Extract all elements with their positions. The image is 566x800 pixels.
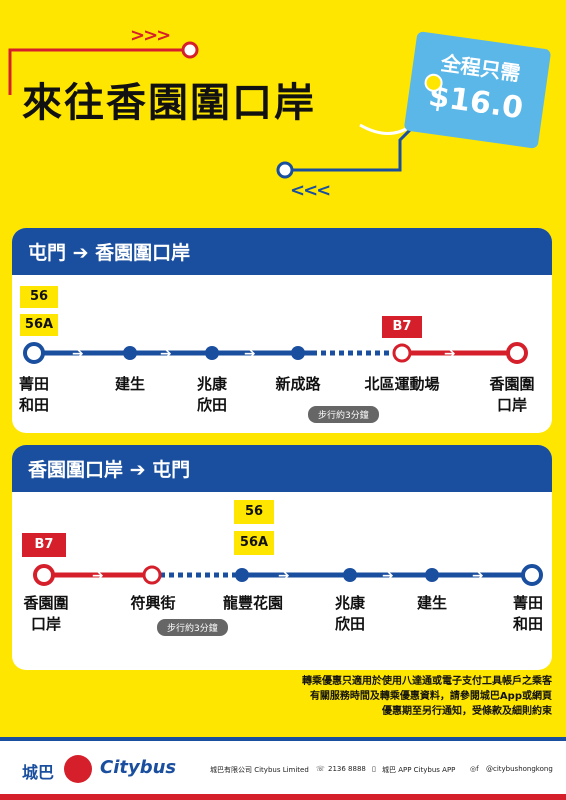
stop: 建生 bbox=[416, 594, 447, 612]
svg-text:➔: ➔ bbox=[92, 568, 104, 584]
route-badge-56a: 56A bbox=[20, 314, 58, 336]
footer-stripe bbox=[0, 737, 566, 741]
citybus-logo-icon bbox=[64, 755, 92, 783]
stop: 符興街 bbox=[130, 594, 176, 612]
stop: 菁田和田 bbox=[18, 375, 49, 414]
route-line: ➔ ➔ ➔ ➔ bbox=[23, 342, 528, 364]
notes: 轉乘優惠只適用於使用八達通或電子支付工具帳戶之乘客 有關服務時間及轉乘優惠資料，… bbox=[302, 674, 552, 719]
phone-icon: ☏ bbox=[316, 765, 325, 773]
phone-number: 2136 8888 bbox=[328, 765, 366, 773]
logo-en: Citybus bbox=[100, 757, 177, 778]
note-line: 轉乘優惠只適用於使用八達通或電子支付工具帳戶之乘客 bbox=[302, 676, 552, 687]
stop: 兆康欣田 bbox=[334, 594, 365, 633]
svg-text:➔: ➔ bbox=[244, 346, 256, 362]
mobile-icon: ▯ bbox=[372, 765, 376, 773]
stop: 龍豐花園 bbox=[222, 594, 283, 612]
stop: 北區運動場 bbox=[364, 375, 440, 393]
svg-text:➔: ➔ bbox=[382, 568, 394, 584]
bottom-stripe bbox=[0, 794, 566, 800]
svg-text:➔: ➔ bbox=[472, 568, 484, 584]
blue-arrows-icon: <<< bbox=[290, 180, 331, 201]
stop: 菁田和田 bbox=[512, 594, 543, 633]
svg-text:➔: ➔ bbox=[444, 346, 456, 362]
svg-text:➔: ➔ bbox=[160, 346, 172, 362]
stop: 香園圍口岸 bbox=[23, 594, 69, 633]
route-badge-56: 56 bbox=[234, 500, 274, 524]
price-tag: 全程只需 $16.0 bbox=[403, 31, 552, 149]
stop: 香園圍口岸 bbox=[489, 375, 535, 414]
svg-text:➔: ➔ bbox=[278, 568, 290, 584]
stop: 兆康欣田 bbox=[196, 375, 227, 414]
route-panel-inbound: 香園圍口岸 ➔ 屯門 B7 56 56A ➔ ➔ ➔ ➔ 香園圍口岸 符興街 龍… bbox=[12, 445, 552, 670]
social-handle: @citybushongkong bbox=[486, 765, 553, 773]
company-name: 城巴有限公司 Citybus Limited bbox=[210, 766, 309, 774]
route-badge-56: 56 bbox=[20, 286, 58, 308]
route-header: 屯門 ➔ 香園圍口岸 bbox=[12, 228, 552, 275]
page-title: 來往香園圍口岸 bbox=[22, 80, 316, 126]
note-line: 優惠期至另行通知，受條款及細則約束 bbox=[382, 706, 552, 717]
red-arrows-icon: >>> bbox=[130, 25, 171, 46]
svg-text:➔: ➔ bbox=[72, 346, 84, 362]
route-badge-56a: 56A bbox=[234, 531, 274, 555]
route-panel-outbound: 屯門 ➔ 香園圍口岸 56 56A B7 ➔ ➔ ➔ ➔ 菁田和田 建生 兆康欣… bbox=[12, 228, 552, 433]
instagram-facebook-icon: ◎f bbox=[470, 765, 479, 773]
note-line: 有關服務時間及轉乘優惠資料，請參閱城巴App或網頁 bbox=[309, 691, 552, 702]
logo-cn: 城巴 bbox=[22, 763, 55, 782]
route-badge-b7: B7 bbox=[382, 316, 422, 338]
walk-label: 步行約3分鐘 bbox=[308, 406, 379, 423]
stop: 建生 bbox=[114, 375, 145, 393]
footer: 城巴 Citybus 城巴有限公司 Citybus Limited ☏ 2136… bbox=[0, 737, 566, 800]
app-label: 城巴 APP Citybus APP bbox=[382, 766, 456, 774]
route-header: 香園圍口岸 ➔ 屯門 bbox=[12, 445, 552, 492]
route-badge-b7: B7 bbox=[22, 533, 66, 557]
decorative-lines bbox=[8, 41, 422, 179]
walk-label: 步行約3分鐘 bbox=[157, 619, 228, 636]
route-line: ➔ ➔ ➔ ➔ bbox=[33, 564, 543, 586]
stop: 新成路 bbox=[275, 375, 321, 393]
